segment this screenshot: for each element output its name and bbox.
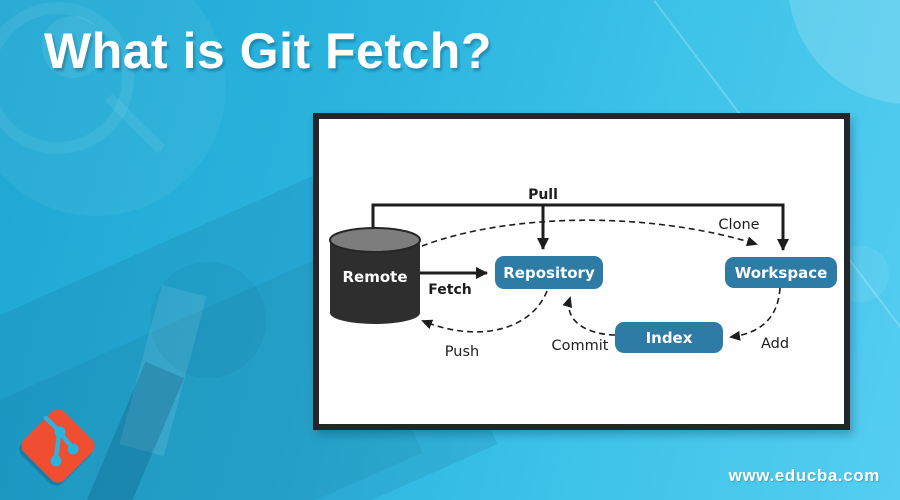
pull-label: Pull [528, 187, 558, 203]
git-logo-icon [19, 409, 95, 486]
workspace-label: Workspace [735, 264, 828, 282]
repository-label: Repository [503, 264, 595, 282]
diagram-frame: Remote Repository Workspace Index Pull C… [313, 113, 850, 430]
clone-arrow [421, 219, 758, 247]
add-label: Add [761, 336, 789, 352]
workspace-node: Workspace [725, 257, 837, 288]
clone-label: Clone [718, 217, 759, 233]
repository-node: Repository [495, 256, 603, 289]
commit-label: Commit [552, 338, 609, 354]
push-label: Push [445, 344, 479, 360]
git-logo [14, 402, 102, 490]
add-arrow [729, 287, 781, 341]
index-label: Index [646, 329, 693, 347]
commit-arrow [562, 296, 616, 336]
decor-magnifier-handle [104, 93, 166, 154]
decor-gear-ghost [150, 262, 266, 378]
website-text: www.educba.com [728, 466, 880, 485]
remote-label: Remote [342, 268, 407, 286]
git-flow-diagram: Remote Repository Workspace Index Pull C… [329, 187, 837, 360]
page-title: What is Git Fetch? [44, 23, 492, 79]
push-arrow [421, 290, 548, 333]
remote-node: Remote [329, 227, 421, 324]
fetch-label: Fetch [428, 282, 471, 298]
decor-light-stripe [119, 284, 207, 457]
decor-circle-top-right [788, 0, 900, 104]
git-branch-nodes [50, 426, 79, 467]
index-node: Index [615, 322, 723, 353]
pull-arrow-to-workspace [371, 203, 789, 251]
